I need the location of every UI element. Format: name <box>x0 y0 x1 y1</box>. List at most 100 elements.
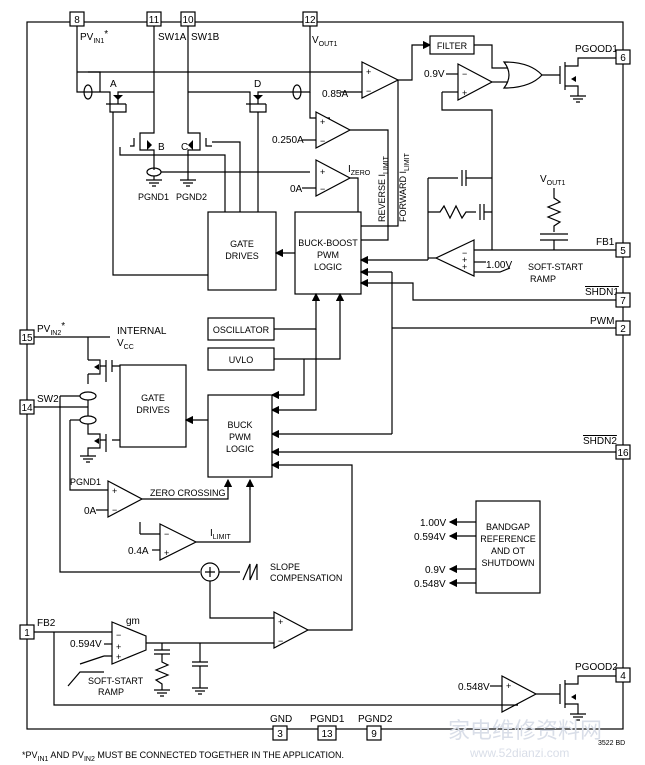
softstart2-label: SOFT-START <box>88 676 144 686</box>
buck-boost-pwm-logic: BUCK-BOOST PWM LOGIC <box>294 211 362 295</box>
ramp2-label: RAMP <box>98 687 124 697</box>
svg-text:D: D <box>254 79 261 90</box>
svg-text:GATE: GATE <box>230 239 254 249</box>
ground-buck <box>80 455 96 463</box>
slope-label: SLOPE <box>270 562 300 572</box>
ramp1-label: RAMP <box>530 274 556 284</box>
label-0548v-bottom: 0.548V <box>458 682 490 693</box>
gm-label: gm <box>126 616 140 627</box>
pin-15: 15 <box>19 329 35 345</box>
pvin2-label: PVIN2* <box>37 321 65 337</box>
oscillator-block: OSCILLATOR <box>207 317 275 341</box>
svg-text:−: − <box>320 136 325 146</box>
svg-text:15: 15 <box>21 333 33 344</box>
svg-text:C: C <box>181 142 188 153</box>
figure-id: 3522 BD <box>598 740 625 747</box>
buck-high-switch <box>88 359 120 382</box>
vcc-label: VCC <box>117 338 134 351</box>
svg-text:+: + <box>366 67 371 77</box>
softstart1-label: SOFT-START <box>528 262 584 272</box>
svg-text:PWM: PWM <box>317 250 339 260</box>
pgnd1-top-label: PGND1 <box>138 192 169 202</box>
buck-compensation <box>154 643 208 697</box>
pin-8: 8 <box>69 11 85 27</box>
pin-16: 16 <box>615 444 631 460</box>
label-09v-top: 0.9V <box>424 69 445 80</box>
bandgap-out-09v: 0.9V <box>425 565 446 576</box>
shdn2-label: SHDN2 <box>583 436 617 447</box>
ilimit-label: ILIMIT <box>210 528 231 541</box>
svg-text:12: 12 <box>304 15 316 26</box>
svg-text:2: 2 <box>620 324 626 335</box>
pin-1: 1 <box>19 624 35 640</box>
gate-drives-2: GATE DRIVES <box>119 364 187 448</box>
pgnd1-mid-label: PGND1 <box>70 477 101 487</box>
feedback-resistor <box>546 188 562 232</box>
svg-text:−: − <box>462 69 467 79</box>
svg-text:7: 7 <box>620 296 626 307</box>
svg-text:BANDGAP: BANDGAP <box>486 522 530 532</box>
label-forward-ilimit: FORWARD ILIMIT <box>398 152 411 222</box>
pin-13: 13 <box>317 725 337 741</box>
svg-text:6: 6 <box>620 53 626 64</box>
svg-text:11: 11 <box>149 15 160 26</box>
svg-text:−: − <box>320 184 325 194</box>
switch-b: B <box>130 92 165 170</box>
svg-text:5: 5 <box>620 246 626 257</box>
comparator-pwm2: + − <box>273 611 310 649</box>
footnote: *PVIN1 AND PVIN2 MUST BE CONNECTED TOGET… <box>22 750 344 763</box>
svg-text:LOGIC: LOGIC <box>314 262 343 272</box>
vout1-fb-label: VOUT1 <box>540 174 565 187</box>
label-0a-top: 0A <box>290 184 303 195</box>
svg-text:1: 1 <box>24 628 30 639</box>
svg-text:+: + <box>462 88 467 98</box>
bandgap-out-0548v: 0.548V <box>414 579 446 590</box>
svg-text:−: − <box>164 529 169 539</box>
fb2-label: FB2 <box>37 618 56 629</box>
svg-text:+: + <box>112 486 117 496</box>
shdn1-label: SHDN1 <box>585 287 619 298</box>
pin-4: 4 <box>615 667 631 683</box>
comparator-pgood2: + − <box>501 675 538 713</box>
pin-6: 6 <box>615 49 631 65</box>
vout1-label: VOUT1 <box>312 35 337 48</box>
svg-text:BUCK-BOOST: BUCK-BOOST <box>298 238 358 248</box>
bandgap-out-100v: 1.00V <box>420 518 446 529</box>
svg-text:REFERENCE: REFERENCE <box>480 534 536 544</box>
svg-text:SHUTDOWN: SHUTDOWN <box>482 558 535 568</box>
gm-amplifier: − + + <box>111 621 147 665</box>
pin-3: 3 <box>272 725 288 741</box>
pgnd2-top-label: PGND2 <box>176 192 207 202</box>
comparator-pgood1: − + <box>457 63 494 101</box>
svg-text:DRIVES: DRIVES <box>225 251 259 261</box>
current-sense-sw2-high <box>79 391 97 401</box>
bandgap-block: BANDGAP REFERENCE AND OT SHUTDOWN <box>475 500 541 594</box>
svg-text:14: 14 <box>21 403 33 414</box>
svg-text:B: B <box>158 142 165 153</box>
svg-text:BUCK: BUCK <box>227 420 252 430</box>
comparator-izero: + − <box>315 159 352 197</box>
current-sense-sw2-low <box>79 415 97 425</box>
svg-text:UVLO: UVLO <box>229 355 254 365</box>
bandgap-out-0594v: 0.594V <box>414 532 446 543</box>
svg-text:13: 13 <box>321 729 333 740</box>
watermark-url: www.52dianzi.com <box>469 746 569 760</box>
internal-vcc-label: INTERNAL <box>117 326 167 337</box>
switch-c: C <box>181 92 212 172</box>
zero-crossing-label: ZERO CROSSING <box>150 488 226 498</box>
pin-11: 11 <box>146 11 162 27</box>
svg-text:−: − <box>462 248 467 258</box>
pgnd2-bottom-label: PGND2 <box>358 714 393 725</box>
uvlo-block: UVLO <box>207 347 275 371</box>
ground-pgnd1 <box>146 176 162 187</box>
label-100v-top: 1.00V <box>486 260 512 271</box>
label-0250a: 0.250A <box>272 135 304 146</box>
label-085a: 0.85A <box>322 89 348 100</box>
filter-block: FILTER <box>429 35 475 55</box>
svg-text:AND OT: AND OT <box>491 546 526 556</box>
ground-pgnd2 <box>180 172 196 187</box>
pvin1-label: PVIN1* <box>80 29 108 45</box>
pin-7: 7 <box>615 292 631 308</box>
buck-low-switch <box>87 424 120 456</box>
